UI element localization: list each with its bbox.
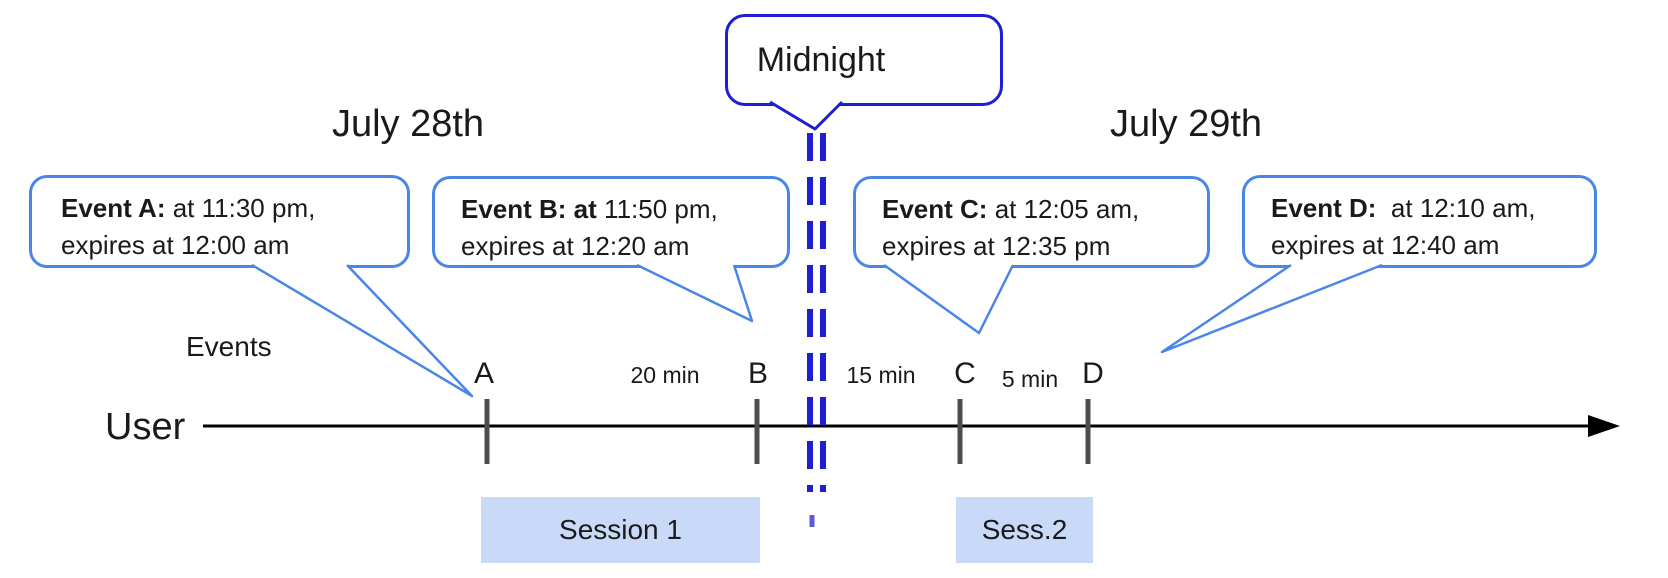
event-d-line1: Event D: at 12:10 am,: [1271, 190, 1584, 227]
interval-label-20min: 20 min: [630, 362, 700, 388]
midnight-callout-tail: [769, 100, 844, 131]
midnight-callout: Midnight: [725, 14, 1003, 106]
event-callout-a: Event A: at 11:30 pm, expires at 12:00 a…: [29, 175, 410, 268]
session-box-1: Session 1: [481, 497, 760, 563]
interval-label-15min: 15 min: [846, 362, 916, 388]
event-b-title: Event B: at: [461, 194, 597, 224]
event-callout-b: Event B: at 11:50 pm, expires at 12:20 a…: [432, 176, 790, 268]
tick-label-d: D: [1082, 357, 1104, 390]
event-c-line2: expires at 12:35 pm: [882, 231, 1111, 261]
tick-label-c: C: [954, 357, 976, 390]
session-2-label: Sess.2: [981, 514, 1068, 545]
callout-tail-c: [883, 263, 1015, 335]
event-callout-c: Event C: at 12:05 am, expires at 12:35 p…: [853, 176, 1210, 268]
session-1-label: Session 1: [559, 514, 682, 545]
event-c-title: Event C:: [882, 194, 988, 224]
interval-label-5min: 5 min: [1001, 366, 1059, 392]
event-a-line2: expires at 12:00 am: [61, 230, 290, 260]
callout-tail-b: [636, 263, 754, 323]
event-a-line1: Event A: at 11:30 pm,: [61, 190, 397, 227]
event-b-line2: expires at 12:20 am: [461, 231, 690, 261]
midnight-label: Midnight: [756, 40, 886, 79]
session-box-2: Sess.2: [956, 497, 1093, 563]
event-a-title: Event A:: [61, 193, 166, 223]
event-b-time: 11:50 pm,: [596, 194, 718, 224]
event-d-line2: expires at 12:40 am: [1271, 230, 1500, 260]
event-c-time: at 12:05 am,: [987, 194, 1140, 224]
date-label-july-29: July 29th: [1109, 103, 1263, 145]
events-row-label: Events: [186, 331, 272, 362]
event-c-line1: Event C: at 12:05 am,: [882, 191, 1197, 228]
event-a-time: at 11:30 pm,: [165, 193, 316, 223]
event-b-line1: Event B: at 11:50 pm,: [461, 191, 777, 228]
event-d-title: Event D:: [1271, 193, 1377, 223]
timeline-arrowhead-icon: [1588, 415, 1620, 437]
date-label-july-28: July 28th: [331, 103, 485, 145]
event-callout-d: Event D: at 12:10 am, expires at 12:40 a…: [1242, 175, 1597, 268]
event-d-time: at 12:10 am,: [1376, 193, 1536, 223]
tick-label-a: A: [473, 357, 495, 390]
callout-tail-d: [1160, 263, 1383, 354]
tick-label-b: B: [747, 357, 769, 390]
callout-tail-a: [251, 263, 474, 398]
user-row-label: User: [105, 406, 186, 448]
